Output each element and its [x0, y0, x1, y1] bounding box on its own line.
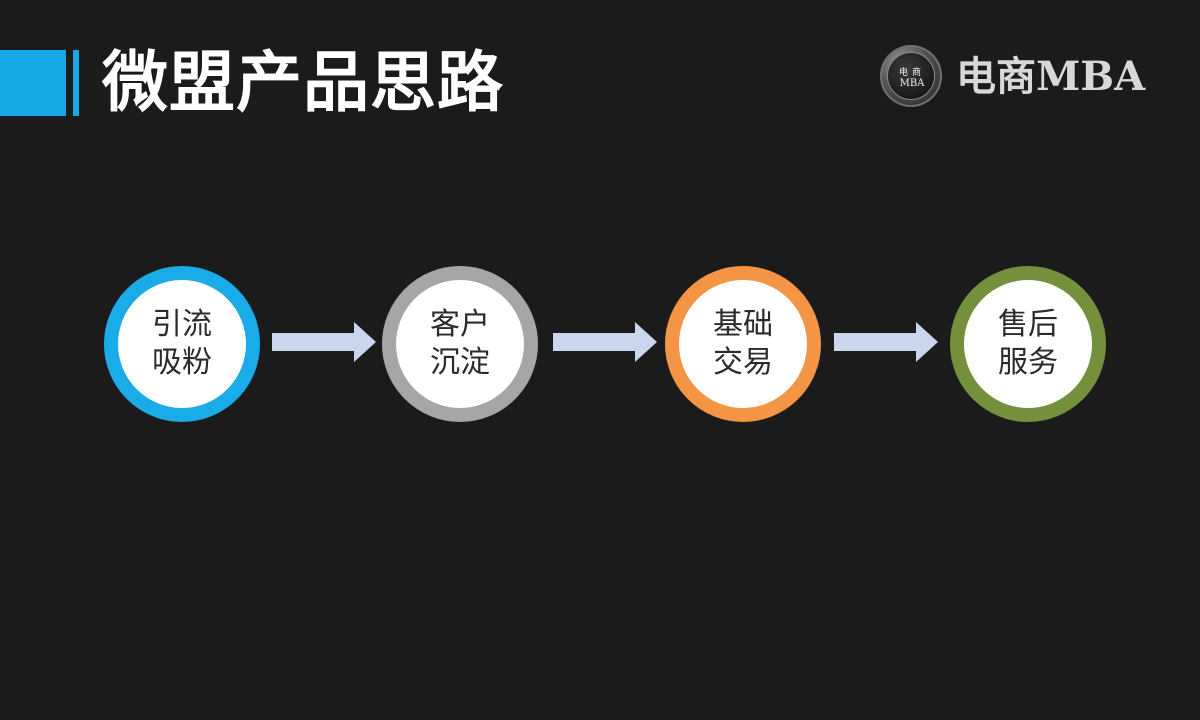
logo-badge-inner: 电商 MBA — [887, 52, 935, 100]
flow-step-4: 售后 服务 — [950, 266, 1106, 422]
logo-badge-icon: 电商 MBA — [880, 45, 942, 107]
flow-step-3: 基础 交易 — [665, 266, 821, 422]
flow-step-2-line1: 客户 — [430, 307, 490, 342]
flow-step-3-label: 基础 交易 — [679, 280, 807, 408]
flow-arrow-2 — [553, 322, 657, 362]
flow-step-2: 客户 沉淀 — [382, 266, 538, 422]
flow-step-2-label: 客户 沉淀 — [396, 280, 524, 408]
logo-badge-en-text: MBA — [899, 78, 925, 89]
flow-arrow-1-shape — [272, 322, 376, 362]
flow-step-2-line2: 沉淀 — [430, 345, 490, 380]
brand-logo: 电商 MBA 电商MBA — [880, 45, 1170, 109]
flow-arrow-2-shape — [553, 322, 657, 362]
flow-step-3-line1: 基础 — [713, 307, 773, 342]
flow-arrow-1 — [272, 322, 376, 362]
flow-step-1-line1: 引流 — [152, 307, 212, 342]
page-title: 微盟产品思路 — [102, 44, 504, 121]
flow-step-1: 引流 吸粉 — [104, 266, 260, 422]
flow-step-4-line2: 服务 — [998, 345, 1058, 380]
title-accent-bar — [73, 50, 79, 116]
flow-arrow-3-shape — [834, 322, 938, 362]
flow-step-1-line2: 吸粉 — [152, 345, 212, 380]
flow-step-1-label: 引流 吸粉 — [118, 280, 246, 408]
logo-badge-cn-text: 电商 — [898, 68, 925, 78]
logo-wordmark: 电商MBA — [956, 53, 1146, 100]
flow-step-4-line1: 售后 — [998, 307, 1058, 342]
flow-arrow-3 — [834, 322, 938, 362]
flow-step-3-line2: 交易 — [713, 345, 773, 380]
title-accent-block — [0, 50, 66, 116]
flow-step-4-label: 售后 服务 — [964, 280, 1092, 408]
